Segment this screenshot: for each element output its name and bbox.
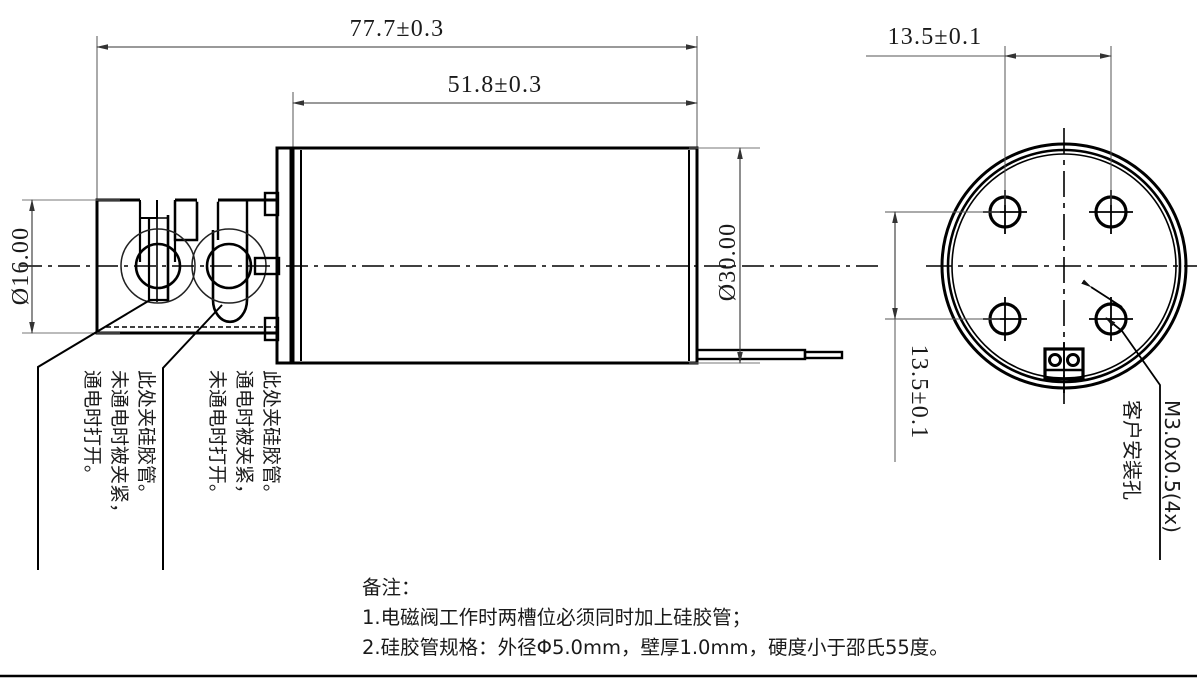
annotation-left-line-2: 未通电时被夹紧， <box>108 370 130 522</box>
terminal-block <box>1043 342 1085 393</box>
leader-line-m3-callout <box>1081 279 1161 560</box>
dimension-overall-length-text: 77.7±0.3 <box>350 16 445 42</box>
side-section-view <box>20 146 880 365</box>
annotation-right-block: 此处夹硅胶管。 通电时被夹紧， 未通电时打开。 <box>206 370 282 503</box>
dimension-hole-spacing-vertical: 13.5±0.1 <box>885 211 1000 462</box>
leader-line-right-annotation <box>162 304 223 570</box>
annotation-left-line-3: 通电时打开。 <box>81 370 103 484</box>
dimension-body-length-text: 51.8±0.3 <box>448 72 543 98</box>
mounting-hole-bottom-right <box>1089 297 1133 341</box>
annotation-right-line-3: 未通电时打开。 <box>206 370 228 503</box>
notes-block: 备注： 1.电磁阀工作时两槽位必须同时加上硅胶管； 2.硅胶管规格：外径Φ5.0… <box>362 576 949 659</box>
annotation-right-line-1: 此处夹硅胶管。 <box>260 370 282 503</box>
dimension-hole-spacing-horizontal-text: 13.5±0.1 <box>888 24 983 50</box>
dimension-overall-length: 77.7±0.3 <box>96 16 698 212</box>
dimension-body-diameter-text: Ø30.00 <box>715 223 741 302</box>
dimension-body-length: 51.8±0.3 <box>292 72 698 215</box>
wire-lead <box>695 348 844 361</box>
notes-heading: 备注： <box>362 576 421 599</box>
dimension-hole-spacing-vertical-text: 13.5±0.1 <box>906 345 932 440</box>
notes-item-2: 2.硅胶管规格：外径Φ5.0mm，壁厚1.0mm，硬度小于邵氏55度。 <box>362 636 949 659</box>
annotation-left-block: 此处夹硅胶管。 未通电时被夹紧， 通电时打开。 <box>81 370 157 522</box>
valve-flange <box>253 146 293 365</box>
dimension-hole-spacing-horizontal: 13.5±0.1 <box>866 24 1112 205</box>
annotation-left-line-1: 此处夹硅胶管。 <box>135 370 157 503</box>
dimension-head-diameter-text: Ø16.00 <box>8 227 34 306</box>
mounting-thread-callout: M3.0x0.5(4x) <box>1160 400 1184 533</box>
notes-item-1: 1.电磁阀工作时两槽位必须同时加上硅胶管； <box>362 606 751 629</box>
leader-line-left-annotation <box>37 299 151 570</box>
annotation-right-line-2: 通电时被夹紧， <box>233 370 255 503</box>
dimension-head-diameter: Ø16.00 <box>8 199 120 334</box>
valve-barrel <box>291 146 699 365</box>
front-end-view <box>926 128 1197 560</box>
dimension-body-diameter: Ø30.00 <box>689 147 760 364</box>
mounting-hole-label: 客户安装孔 <box>1120 400 1144 500</box>
valve-head-body <box>95 198 279 335</box>
